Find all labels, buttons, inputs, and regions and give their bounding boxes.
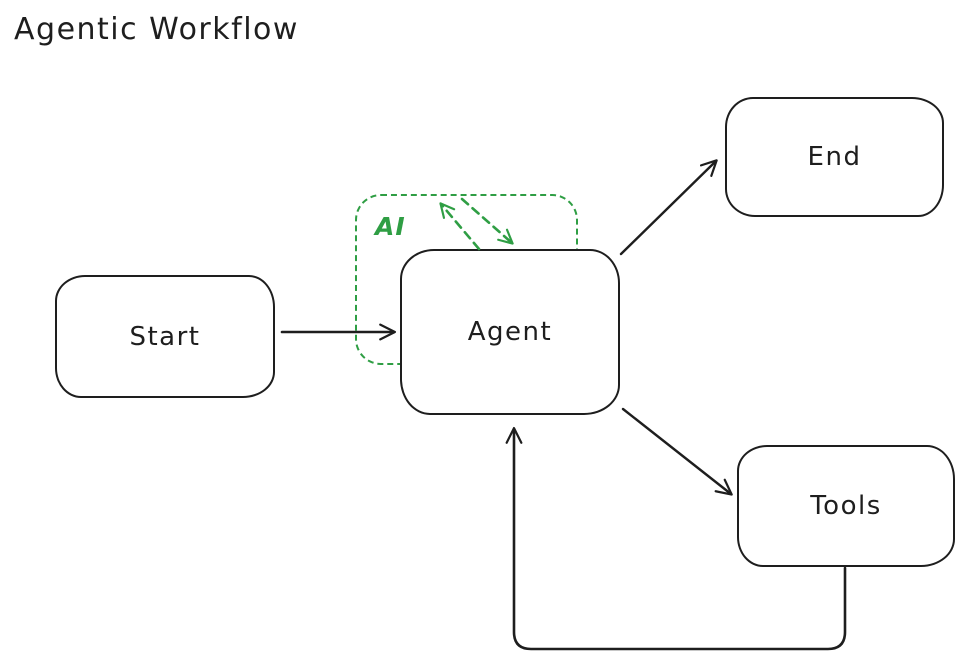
node-start: Start xyxy=(55,275,275,398)
node-tools: Tools xyxy=(737,445,955,567)
node-agent-label: Agent xyxy=(467,317,553,347)
node-start-label: Start xyxy=(129,321,201,352)
ai-box-label: AI xyxy=(375,212,406,241)
arrow-agent-to-end xyxy=(619,159,718,256)
node-end-label: End xyxy=(807,142,862,172)
diagram-title: Agentic Workflow xyxy=(14,12,299,47)
node-tools-label: Tools xyxy=(810,491,882,521)
node-end: End xyxy=(725,97,944,217)
arrow-agent-to-tools xyxy=(621,407,733,496)
node-agent: Agent xyxy=(400,249,620,415)
